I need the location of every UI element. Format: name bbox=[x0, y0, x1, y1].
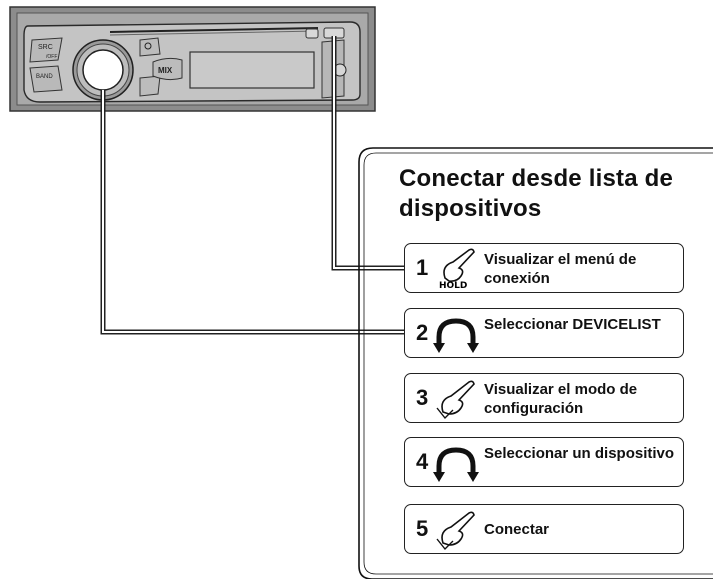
mix-label: MIX bbox=[158, 66, 173, 75]
step-number: 2 bbox=[416, 320, 429, 345]
back-button bbox=[139, 75, 161, 97]
step-1: 1 HOLD Visualizar el menú de conexión bbox=[404, 243, 684, 293]
step-3: 3 Visualizar el modo de configuración bbox=[404, 373, 684, 423]
mix-button bbox=[152, 57, 183, 81]
knob-connector-line bbox=[102, 90, 404, 333]
eject-button bbox=[305, 28, 319, 39]
step-text: Conectar bbox=[484, 521, 550, 538]
off-label: /OFF bbox=[46, 54, 57, 60]
instruction-panel-border bbox=[358, 147, 713, 579]
car-stereo: SRC /OFF BAND MIX bbox=[9, 6, 376, 112]
button-connector-line bbox=[333, 36, 404, 269]
hold-label: HOLD bbox=[439, 281, 467, 290]
step-text: Seleccionar un dispositivo bbox=[484, 445, 675, 462]
step-text: Visualizar el modo de configuración bbox=[484, 381, 638, 417]
panel-title: Conectar desde lista de dispositivos bbox=[399, 165, 674, 222]
search-icon bbox=[144, 42, 152, 50]
src-button bbox=[29, 37, 63, 63]
step-text: Seleccionar DEVICELIST bbox=[484, 316, 661, 333]
press-icon bbox=[436, 380, 475, 420]
step-number: 5 bbox=[416, 516, 429, 541]
cd-slot bbox=[109, 27, 319, 33]
step-number: 4 bbox=[416, 449, 429, 474]
rotary-knob bbox=[82, 49, 124, 91]
rotary-knob-icon bbox=[433, 447, 479, 482]
step-number: 1 bbox=[416, 255, 429, 280]
band-button bbox=[29, 65, 63, 93]
src-label: SRC bbox=[38, 44, 53, 51]
step-number: 3 bbox=[416, 385, 429, 410]
stereo-display bbox=[189, 51, 315, 89]
step-5: 5 Conectar bbox=[404, 504, 684, 554]
step-2: 2 Seleccionar DEVICELIST bbox=[404, 308, 684, 358]
step-4: 4 Seleccionar un dispositivo bbox=[404, 437, 684, 487]
band-label: BAND bbox=[36, 74, 53, 80]
step-text: Visualizar el menú de conexión bbox=[484, 251, 637, 287]
rotary-knob-icon bbox=[433, 318, 479, 353]
hold-press-icon: HOLD bbox=[439, 248, 475, 290]
search-button bbox=[139, 37, 161, 57]
press-icon bbox=[436, 511, 475, 551]
